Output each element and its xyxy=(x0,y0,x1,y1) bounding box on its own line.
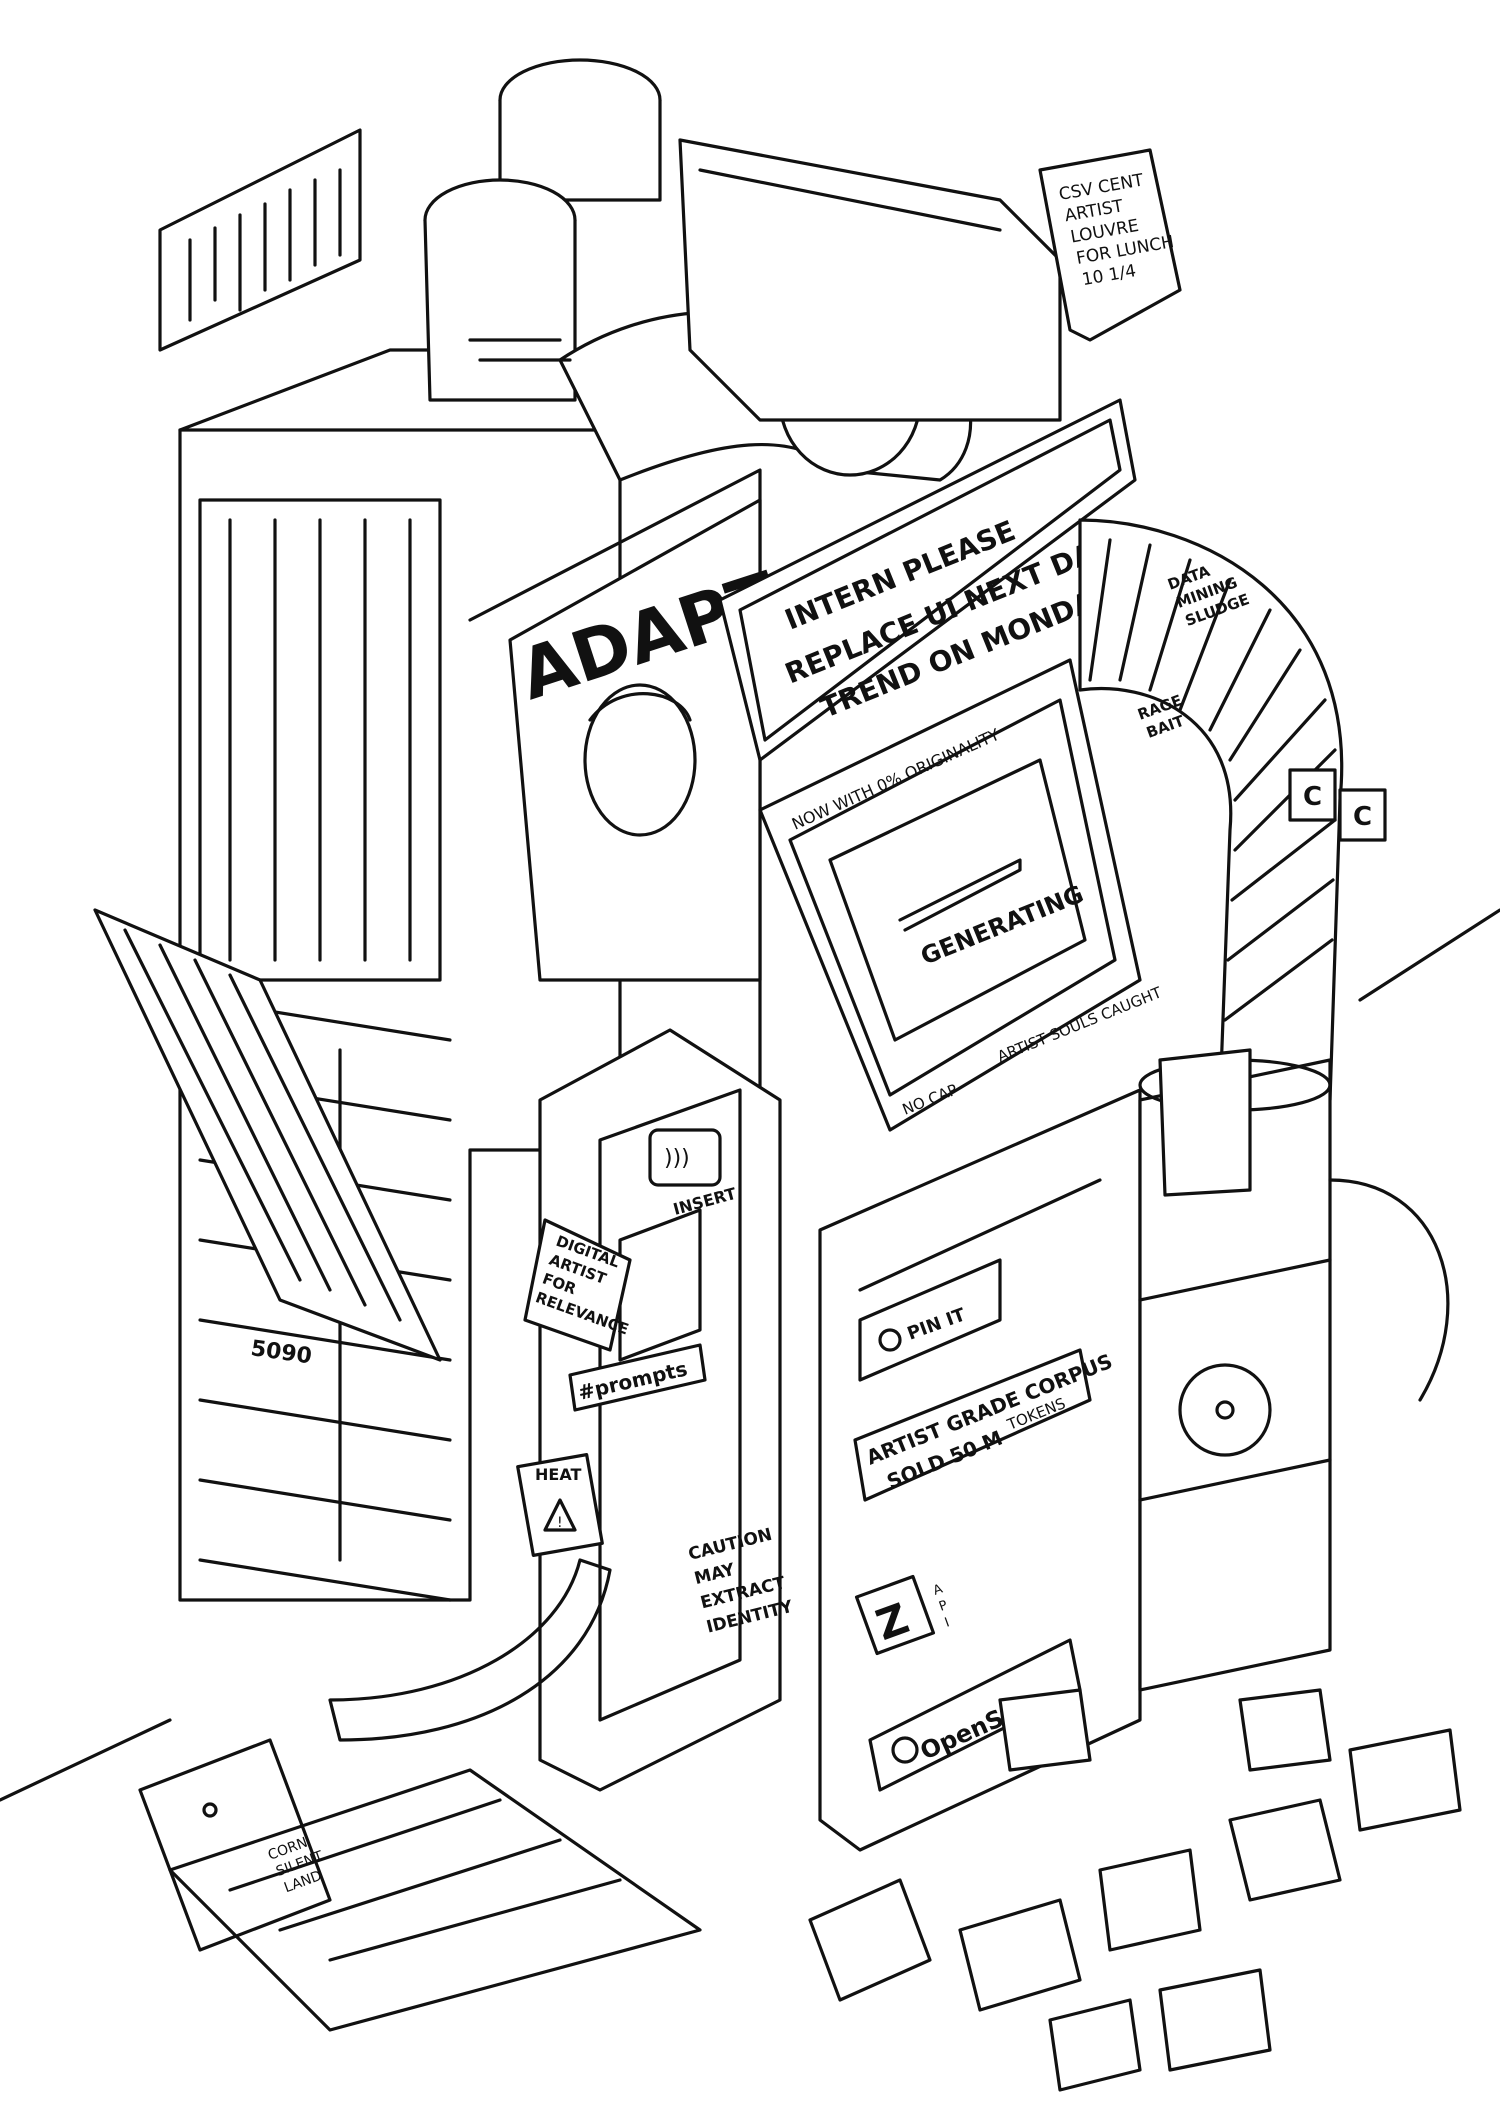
warning-icon: ! xyxy=(557,1515,563,1531)
contactless-icon: ))) xyxy=(664,1146,690,1171)
heat-label: HEAT xyxy=(535,1465,581,1484)
copyright-badge: C xyxy=(1353,802,1372,832)
bottom-card: CORN SILENT LAND xyxy=(138,1738,332,1952)
copyright-badge: C xyxy=(1303,782,1322,812)
back-cabinet xyxy=(678,138,1062,422)
monitor: NOW WITH 0% ORIGINALITY GENERATING NO CA… xyxy=(758,658,1165,1132)
right-cabinet: PIN IT ARTIST GRADE CORPUS SOLD 50 M TOK… xyxy=(818,1088,1142,1852)
barcode-sign xyxy=(158,128,362,352)
svg-text:A P I: A P I xyxy=(931,1580,960,1631)
radioactive-icon xyxy=(1178,1363,1272,1457)
scattered-papers xyxy=(808,1688,1462,2092)
note-top-right: CSV CENT ARTIST LOUVRE FOR LUNCH 10 1/4 xyxy=(1038,148,1182,342)
openslop-logo-icon xyxy=(891,1736,919,1764)
radioactive-barrel xyxy=(1138,1048,1450,1692)
kiosk-tower: ))) INSERT HEAT ! CAUTION MAY EXTRACT ID… xyxy=(516,1028,796,1792)
digital-artist-note: DIGITAL ARTIST FOR RELEVANCE xyxy=(523,1218,632,1352)
ground-lines xyxy=(0,908,1500,1802)
grill-door xyxy=(93,908,442,1362)
striped-hose: DATA MINING SLUDGE RAGE BAIT C C xyxy=(1078,518,1387,1102)
floor-grate xyxy=(168,1558,702,2032)
brand-mark-sub: I xyxy=(943,1615,952,1630)
